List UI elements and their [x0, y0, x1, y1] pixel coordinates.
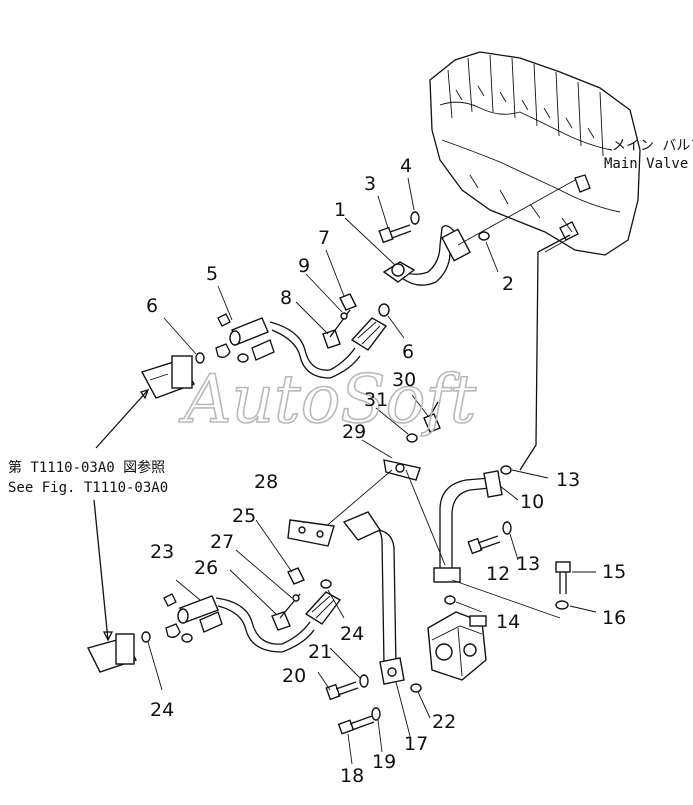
callout-2: 2 [502, 273, 514, 295]
callout-16: 16 [602, 607, 626, 629]
callout-4: 4 [400, 155, 412, 177]
callout-26: 26 [194, 557, 218, 579]
callout-5: 5 [206, 263, 218, 285]
fitting-part-30-31 [383, 401, 441, 481]
lower-hose-assembly [86, 567, 342, 673]
callout-31: 31 [364, 389, 388, 411]
callout-6b: 6 [402, 341, 414, 363]
callout-23: 23 [150, 541, 174, 563]
bolt-part-12 [467, 521, 512, 555]
callout-13a: 13 [556, 469, 580, 491]
control-block-drawing [427, 611, 487, 681]
plate-part-28 [287, 519, 335, 547]
callout-13b: 13 [516, 553, 540, 575]
callout-30: 30 [392, 369, 416, 391]
callout-29: 29 [342, 421, 366, 443]
callout-1: 1 [334, 199, 346, 221]
bolt-part-18 [337, 707, 381, 735]
pipe-part-17 [342, 511, 405, 685]
callout-25: 25 [232, 505, 256, 527]
callout-8: 8 [280, 287, 292, 309]
callout-numbers: 1 2 3 4 5 6 6 7 8 9 10 12 13 13 14 15 16… [146, 155, 626, 787]
callout-15: 15 [602, 561, 626, 583]
elbow-part-10 [433, 465, 512, 583]
callout-17: 17 [404, 733, 428, 755]
callout-18: 18 [340, 765, 364, 787]
leader-lines [147, 177, 597, 765]
callout-21: 21 [308, 641, 332, 663]
pipe-part-1 [382, 225, 471, 286]
main-valve-label-jp: メイン バルブ [612, 137, 693, 154]
watermark-text: AutoSoft [178, 361, 477, 438]
callout-9: 9 [298, 255, 310, 277]
callout-24b: 24 [340, 623, 364, 645]
see-fig-label-jp: 第 T1110-03A0 図参照 [8, 459, 165, 476]
main-valve-label-en: Main Valve [604, 156, 688, 172]
callout-20: 20 [282, 665, 306, 687]
bolt-part-15 [555, 561, 571, 610]
bolt-part-3 [378, 224, 412, 244]
callout-14: 14 [496, 611, 520, 633]
upper-hose-assembly [140, 293, 390, 399]
callout-3: 3 [364, 173, 376, 195]
callout-28: 28 [254, 471, 278, 493]
callout-24a: 24 [150, 699, 174, 721]
see-fig-label-en: See Fig. T1110-03A0 [8, 480, 168, 496]
callout-22: 22 [432, 711, 456, 733]
callout-27: 27 [210, 531, 234, 553]
bolt-part-20 [325, 674, 369, 701]
callout-10: 10 [520, 491, 544, 513]
callout-6a: 6 [146, 295, 158, 317]
callout-19: 19 [372, 751, 396, 773]
callout-12: 12 [486, 563, 510, 585]
callout-7: 7 [318, 227, 330, 249]
main-valve-drawing [429, 51, 641, 256]
